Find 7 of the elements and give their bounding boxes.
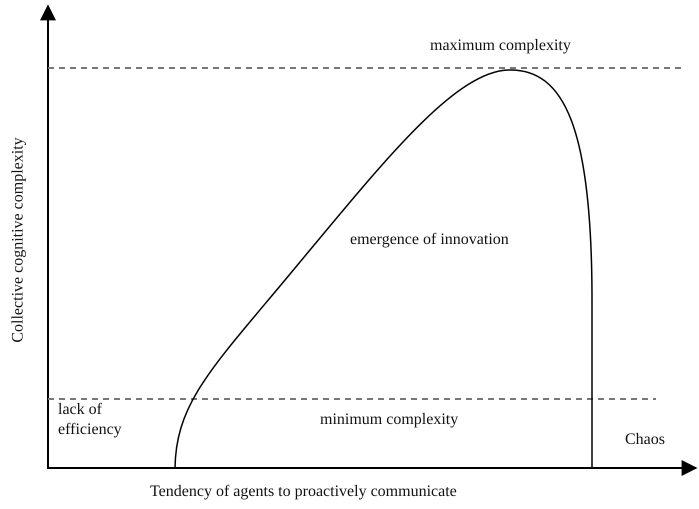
annotation-label: minimum complexity bbox=[320, 410, 458, 430]
annotation-label: emergence of innovation bbox=[350, 230, 509, 250]
annotation-label: maximum complexity bbox=[430, 36, 571, 56]
axis-title: Collective cognitive complexity bbox=[8, 137, 28, 343]
annotation-label: Chaos bbox=[625, 430, 665, 450]
axis-title: Tendency of agents to proactively communicate bbox=[150, 482, 457, 502]
annotation-label: lack of efficiency bbox=[58, 400, 123, 440]
